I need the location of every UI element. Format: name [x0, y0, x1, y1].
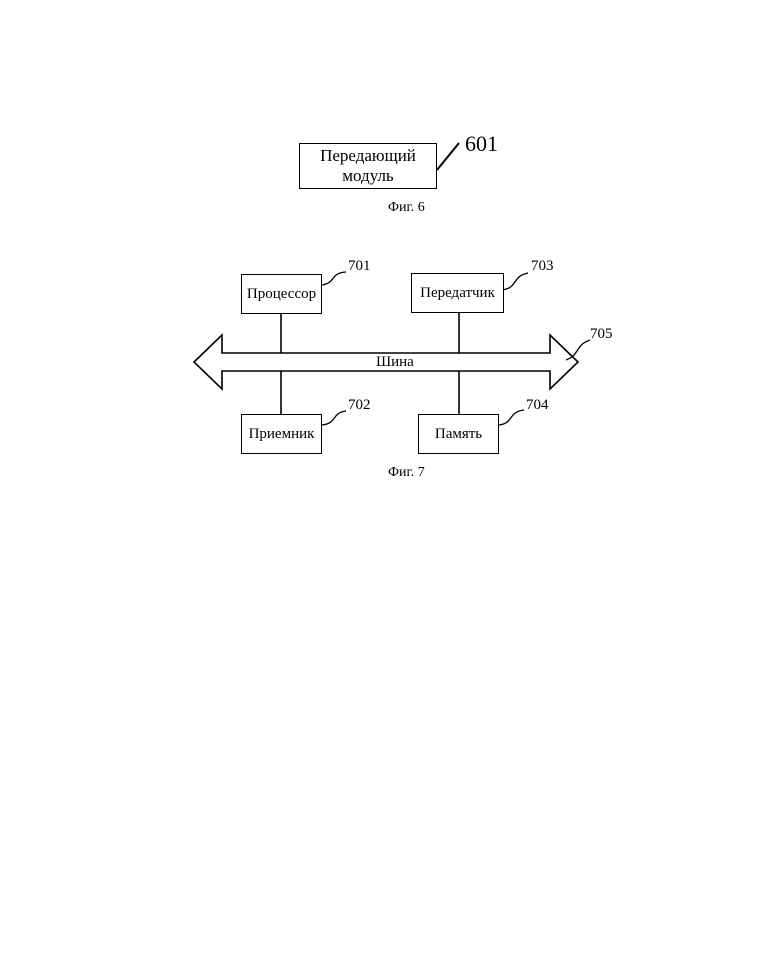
leader-701 [322, 272, 346, 285]
memory-block: Память [418, 414, 499, 454]
ref-704: 704 [526, 397, 549, 414]
memory-label: Память [435, 426, 482, 443]
transmitting-module-block: Передающий модуль [299, 143, 437, 189]
bus-label: Шина [376, 353, 414, 371]
ref-705: 705 [590, 326, 613, 343]
fig6-caption: Фиг. 6 [388, 200, 425, 216]
ref-601: 601 [465, 131, 498, 157]
leader-704 [499, 410, 524, 425]
ref-702: 702 [348, 397, 371, 414]
processor-label: Процессор [247, 286, 316, 303]
transmitter-block: Передатчик [411, 273, 504, 313]
processor-block: Процессор [241, 274, 322, 314]
leader-703 [502, 273, 528, 290]
ref-703: 703 [531, 258, 554, 275]
fig7-caption: Фиг. 7 [388, 465, 425, 481]
transmitting-module-label-line2: модуль [342, 166, 393, 186]
leader-601 [437, 143, 459, 170]
receiver-label: Приемник [249, 426, 315, 443]
ref-701: 701 [348, 258, 371, 275]
transmitting-module-label-line1: Передающий [320, 146, 416, 166]
receiver-block: Приемник [241, 414, 322, 454]
leader-702 [322, 411, 346, 425]
transmitter-label: Передатчик [420, 285, 495, 302]
